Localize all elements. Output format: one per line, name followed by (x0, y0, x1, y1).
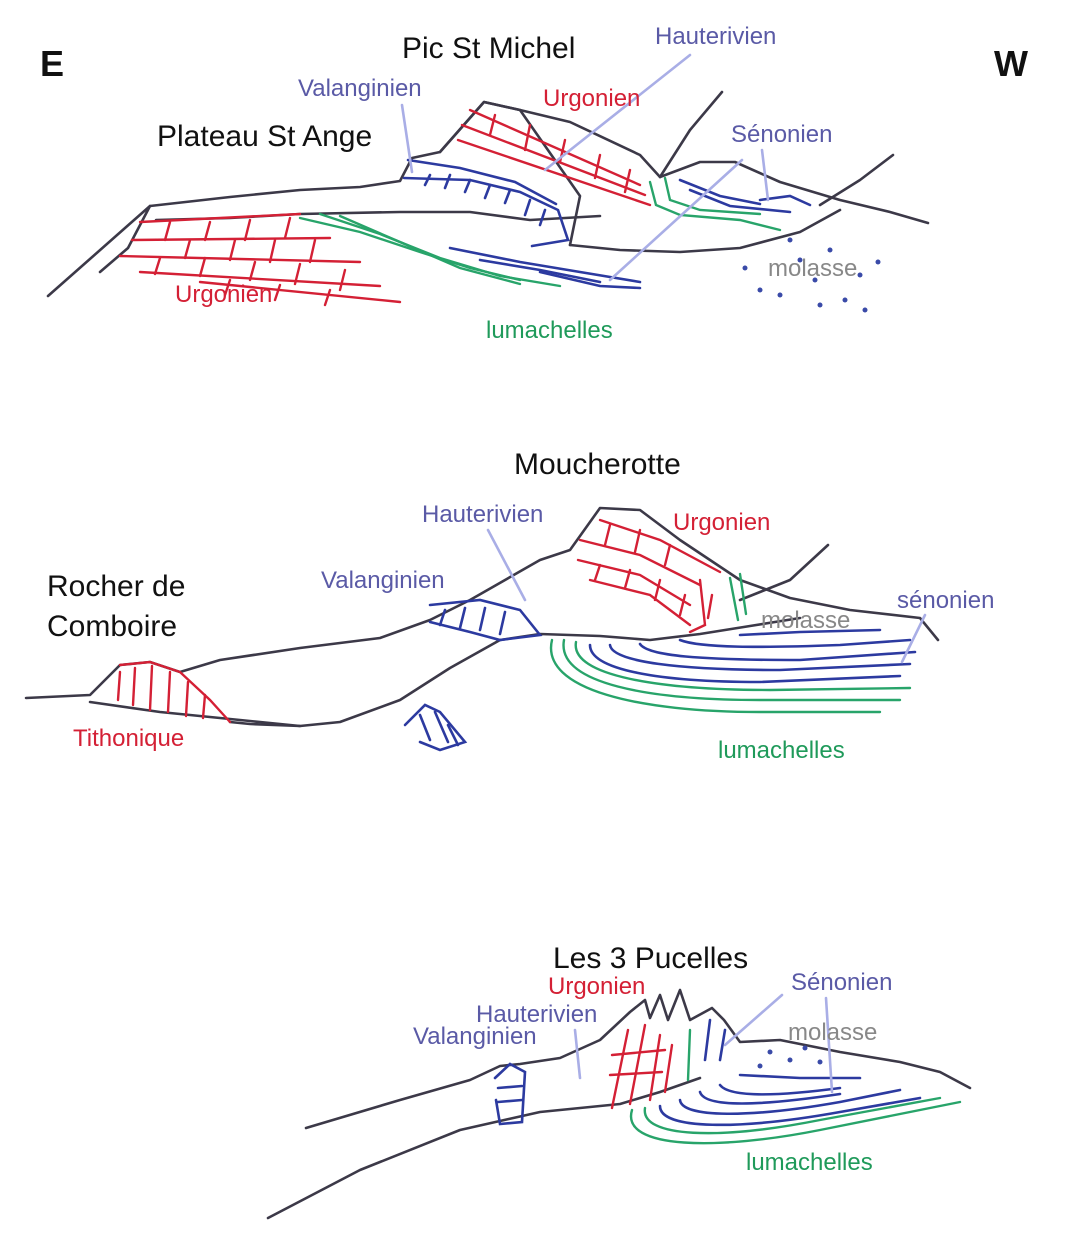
section-3-senonien-folds (658, 1073, 922, 1127)
section-2-tithonique-pattern (116, 660, 232, 724)
section-3-peak-label: Les 3 Pucelles (553, 942, 748, 975)
section-3-valanginien-label: Valanginien (413, 1023, 537, 1050)
section-2-rocher-label-line1: Rocher de (47, 570, 185, 603)
section-2-urgonien-label: Urgonien (673, 509, 770, 536)
section-2-fault (738, 543, 830, 602)
section-2-lumachelles-folds (549, 638, 912, 714)
section-1-peak-label: Pic St Michel (402, 32, 575, 65)
section-2-valanginien-pattern (403, 598, 543, 752)
section-1-thrust-fault (98, 204, 152, 274)
section-3-leader-senonien-2 (824, 996, 834, 1094)
section-2-leader-senonien (900, 613, 927, 664)
section-1-hauterivien-label: Hauterivien (655, 23, 776, 50)
section-2-lumachelles-thin (728, 576, 740, 622)
section-2-valanginien-label: Valanginien (321, 567, 445, 594)
section-1-urgonien-top-label: Urgonien (543, 85, 640, 112)
section-1-molasse-dots (742, 237, 881, 313)
section-2-lumachelles-label: lumachelles (718, 737, 845, 764)
section-1-valanginien-pattern (402, 158, 570, 248)
section-3-lumachelles-label: lumachelles (746, 1149, 873, 1176)
section-1-fault-right (658, 90, 724, 179)
section-1-lumachelles-label: lumachelles (486, 317, 613, 344)
east-label: E (40, 43, 64, 84)
section-1-leader-hauterivien (543, 53, 692, 172)
section-1-blue-lenses (448, 178, 812, 290)
section-1-drawing (46, 53, 930, 313)
section-3-lumachelles-folds (629, 1096, 962, 1145)
section-3-hauterivien-label: Hauterivien (476, 1001, 597, 1028)
section-2-peak-label: Moucherotte (514, 448, 681, 481)
section-1-leader-valanginien (400, 103, 414, 174)
section-3-senonien-label: Sénonien (791, 969, 892, 996)
section-1-valanginien-label: Valanginien (298, 75, 422, 102)
section-3-base-line (266, 1076, 702, 1220)
section-3-drawing (266, 988, 972, 1220)
section-1-senonien-label: Sénonien (731, 121, 832, 148)
section-3-leader-hauterivien (573, 1028, 582, 1080)
section-3-leader-senonien-1 (723, 993, 784, 1047)
section-2-senonien-label: sénonien (897, 587, 994, 614)
section-1-molasse-label: molasse (768, 255, 857, 282)
section-2-rocher-label-line2: Comboire (47, 610, 177, 643)
section-2-base-line (88, 616, 802, 728)
section-2-tithonique-label: Tithonique (73, 725, 184, 752)
section-1-lumachelles-pattern (298, 176, 782, 288)
section-1-molasse-base (568, 208, 842, 254)
section-1-hauterivien-block (438, 100, 582, 247)
section-2-drawing (24, 506, 940, 752)
section-3-urgonien-label: Urgonien (548, 973, 645, 1000)
section-1-urgonien-bottom-label: Urgonien (175, 281, 272, 308)
section-3-valanginien-pattern (493, 1018, 727, 1126)
section-1-leader-senonien-2 (760, 148, 770, 202)
section-3-urgonien-pattern (608, 1023, 674, 1110)
section-2-leader-hauterivien (486, 528, 527, 602)
section-2-hauterivien-label: Hauterivien (422, 501, 543, 528)
section-1-plateau-label: Plateau St Ange (157, 120, 372, 153)
section-3-lumachelles-thin (686, 1028, 692, 1082)
section-1-fault-far-right (818, 153, 895, 207)
section-1-leader-senonien-1 (608, 158, 744, 282)
west-label: W (994, 43, 1028, 84)
section-2-urgonien-pattern (576, 518, 722, 634)
section-3-molasse-label: molasse (788, 1019, 877, 1046)
section-2-molasse-label: molasse (761, 607, 850, 634)
section-1-urgonien-upper-pattern (456, 108, 652, 207)
section-2-senonien-folds (588, 628, 917, 684)
section-1-urgonien-lower-pattern (118, 212, 402, 307)
section-3-molasse-dots (757, 1045, 823, 1069)
section-2-fault-lower (228, 720, 302, 728)
